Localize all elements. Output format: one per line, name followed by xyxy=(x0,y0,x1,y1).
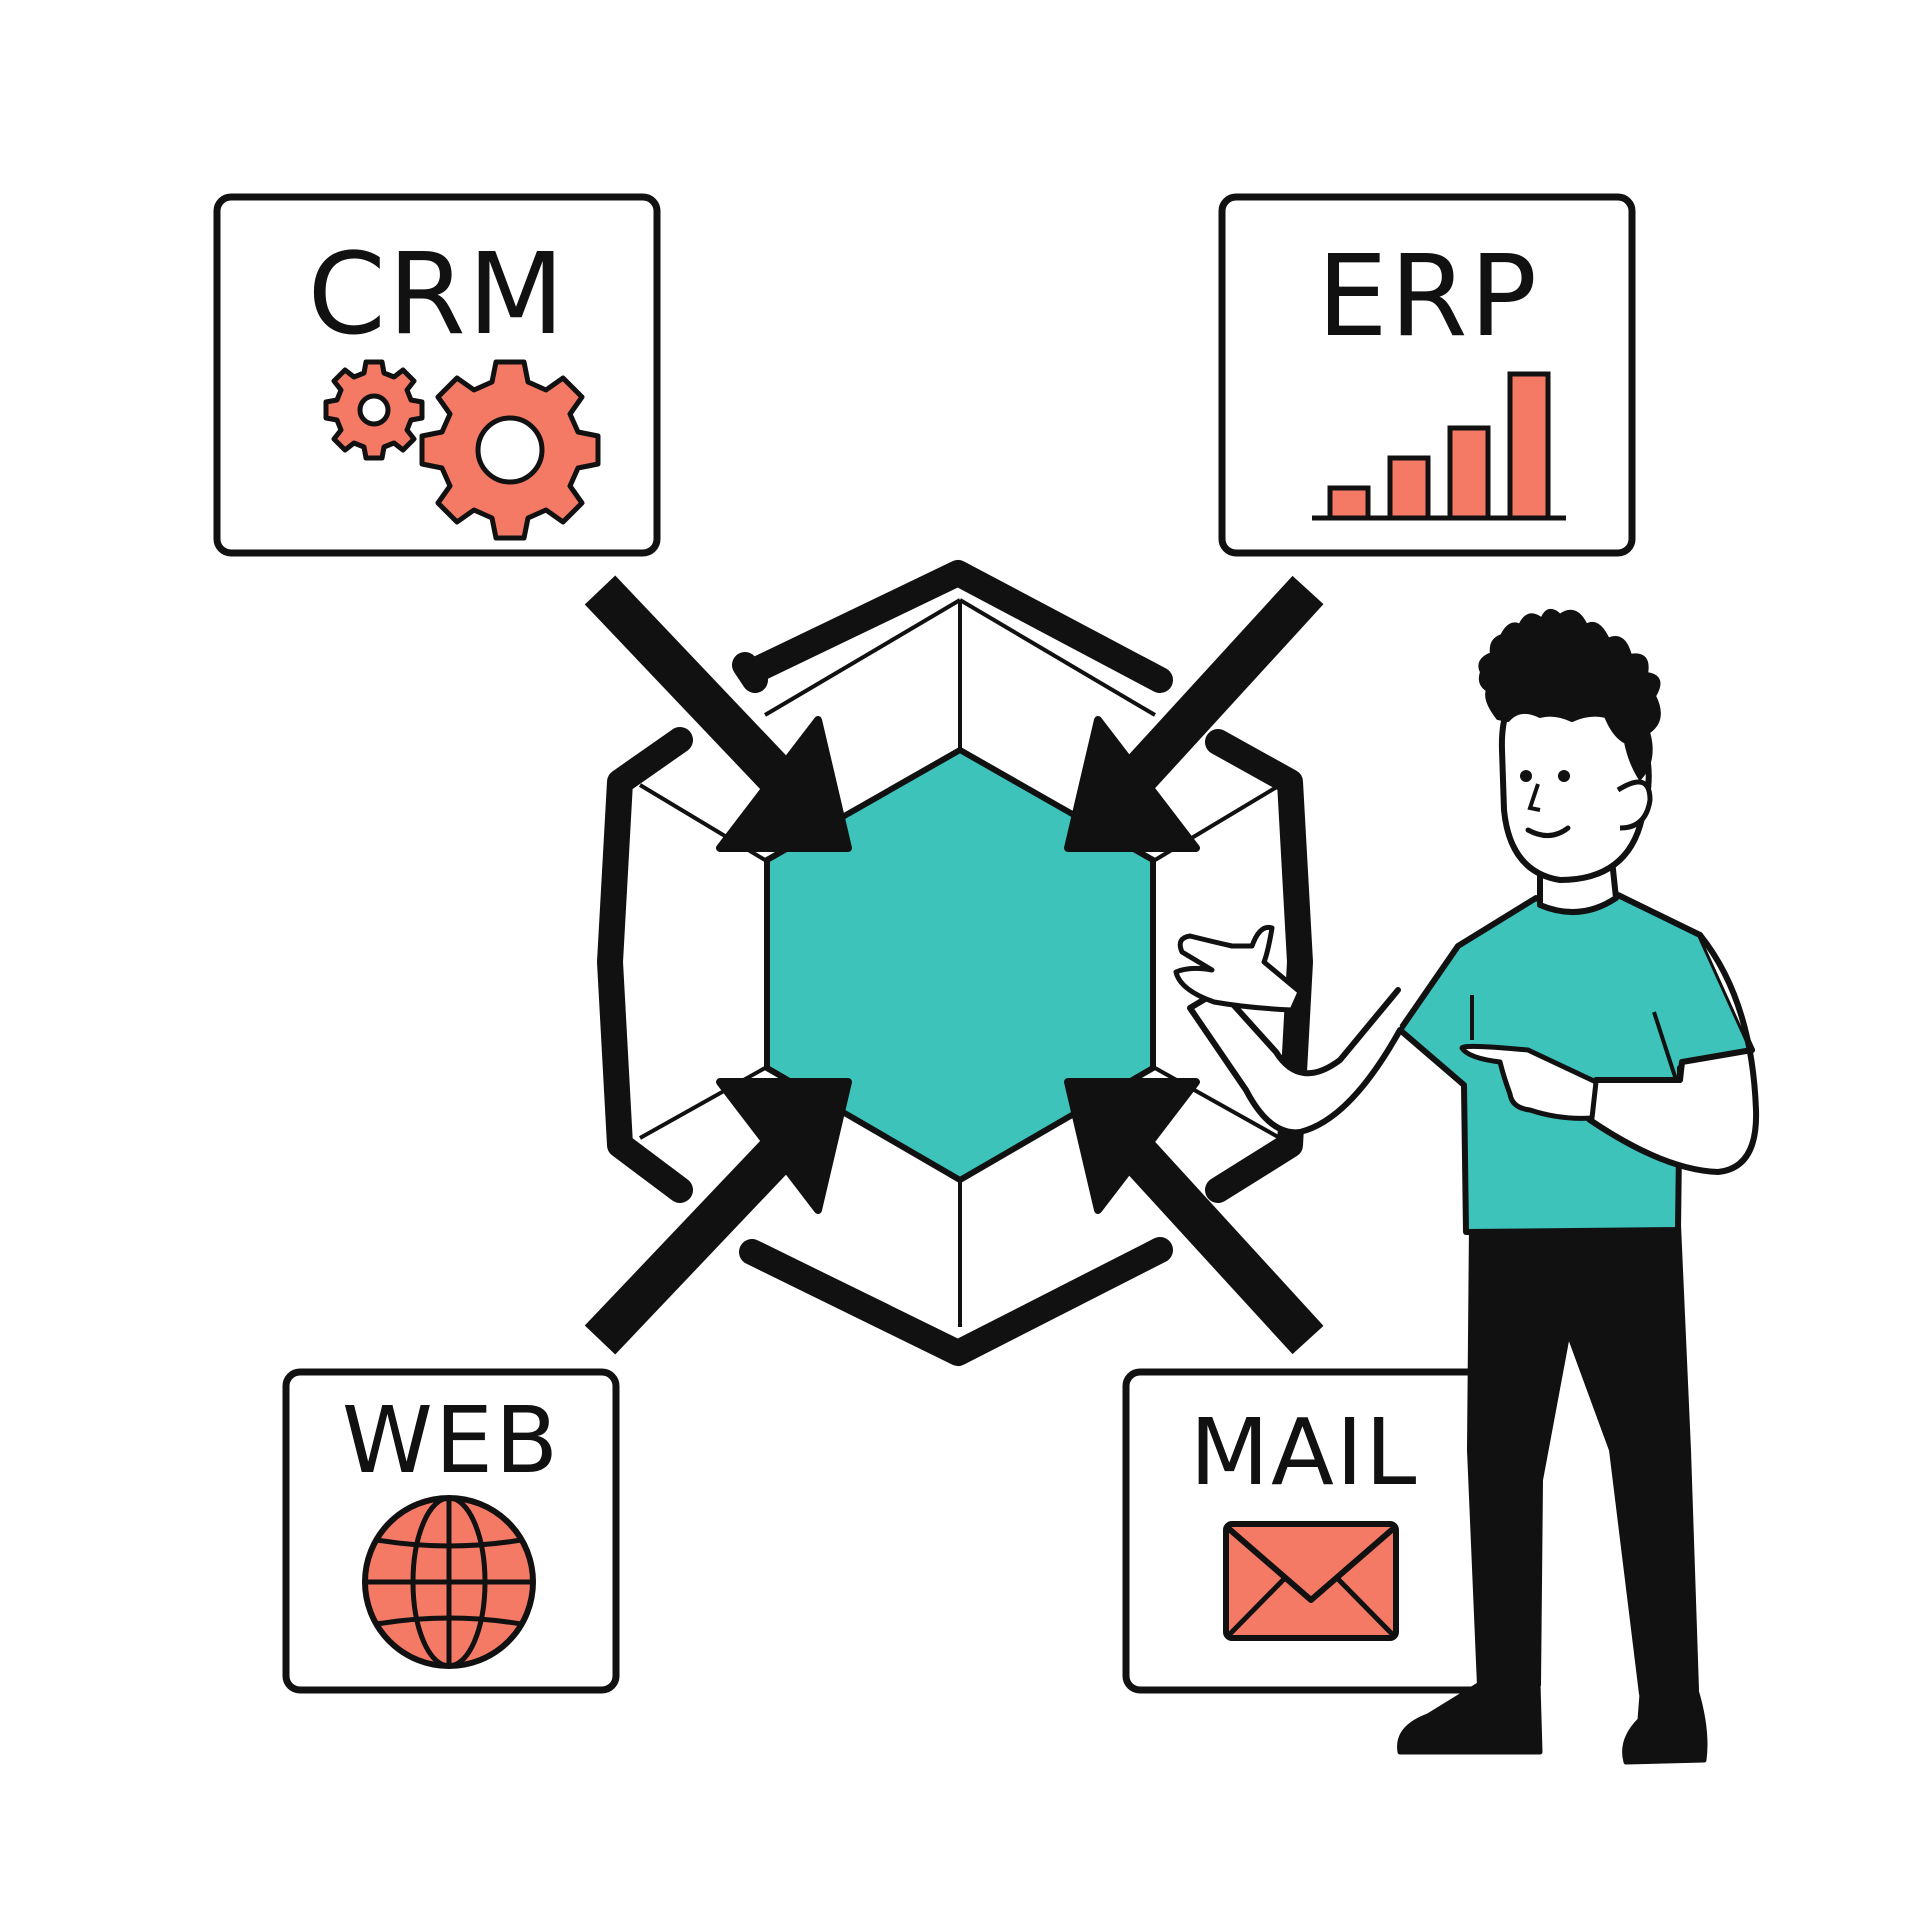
presenter-person xyxy=(1173,608,1760,1765)
arrow-mail xyxy=(1064,1078,1324,1355)
left-hand xyxy=(1173,924,1303,1013)
mail-label: MAIL xyxy=(1190,1399,1419,1506)
right-arm xyxy=(1575,932,1760,1175)
gears-icon xyxy=(323,359,601,541)
web-box: WEB xyxy=(282,1368,620,1694)
erp-bar xyxy=(1327,485,1371,521)
mail-box: MAIL xyxy=(1122,1368,1520,1694)
shoes xyxy=(1397,1681,1708,1765)
envelope-icon xyxy=(1223,1521,1399,1641)
hub-hexagon xyxy=(764,747,1156,1183)
erp-bar xyxy=(1387,455,1431,521)
arrow-crm xyxy=(584,575,852,852)
erp-label: ERP xyxy=(1317,232,1539,362)
right-hand xyxy=(1459,1043,1599,1121)
crm-label: CRM xyxy=(308,230,567,360)
web-label: WEB xyxy=(342,1387,560,1494)
arrows xyxy=(584,575,1324,1355)
bar-chart-icon xyxy=(1312,371,1566,521)
left-arm xyxy=(1187,987,1403,1136)
erp-box: ERP xyxy=(1218,193,1636,557)
crm-box: CRM xyxy=(213,193,661,557)
arrow-web xyxy=(584,1078,852,1355)
pants xyxy=(1467,1222,1699,1697)
globe-icon xyxy=(362,1495,536,1669)
erp-bar xyxy=(1507,371,1551,521)
central-hub xyxy=(597,560,1313,1366)
arrow-erp xyxy=(1064,575,1324,852)
hair xyxy=(1478,608,1661,780)
erp-bar xyxy=(1447,425,1491,521)
